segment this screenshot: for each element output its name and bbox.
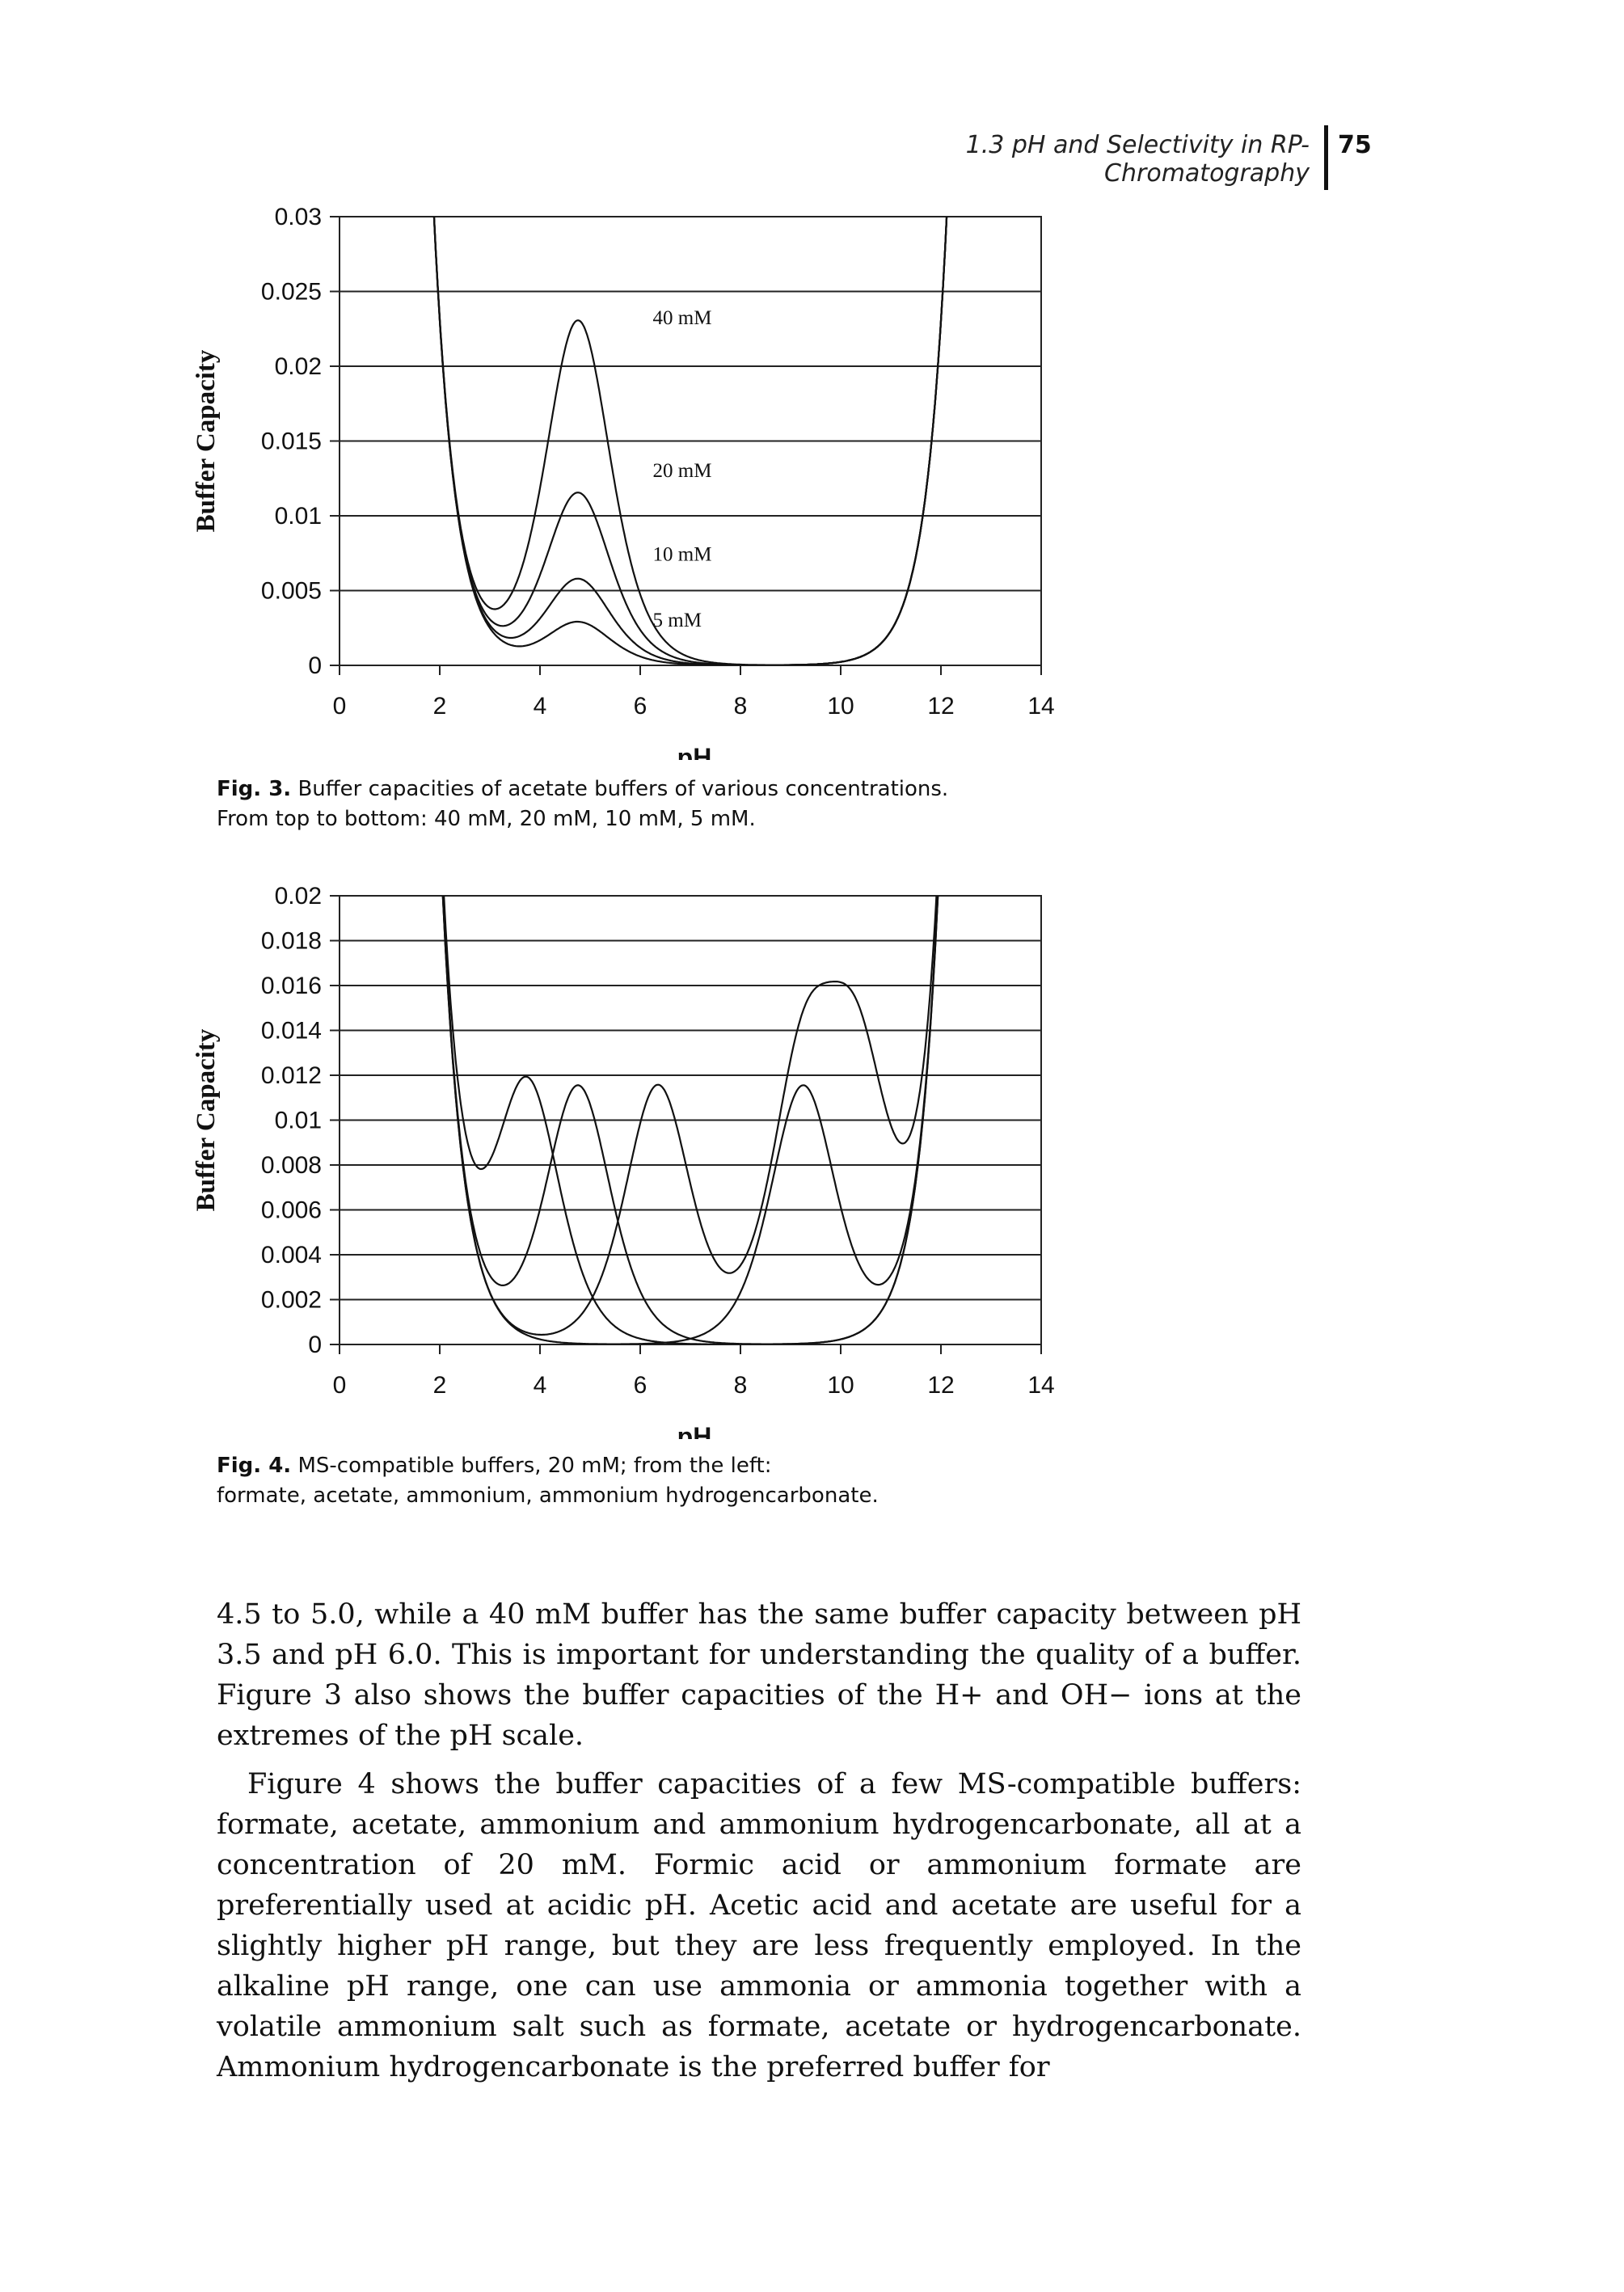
y-tick-label: 0.004 [261,1242,322,1268]
curve-annotation: 10 mM [653,544,712,566]
y-tick-label: 0.015 [261,428,322,455]
x-tick-label: 12 [927,693,954,720]
fig3-caption: Fig. 3. Buffer capacities of acetate buf… [217,775,1348,834]
y-tick-label: 0 [308,652,322,679]
x-tick-label: 8 [734,693,748,720]
y-axis-title: Buffer Capacity [192,1028,221,1211]
y-tick-label: 0.01 [275,1108,322,1134]
fig4-caption-label: Fig. 4. [217,1454,292,1478]
x-tick-label: 10 [827,693,854,720]
x-tick-label: 14 [1027,693,1054,720]
y-tick-label: 0.01 [275,503,322,530]
y-tick-label: 0.012 [261,1062,322,1089]
x-tick-label: 4 [534,1372,547,1399]
fig4-caption-line2: formate, acetate, ammonium, ammonium hyd… [217,1484,879,1508]
fig3-caption-text1: Buffer capacities of acetate buffers of … [297,777,949,801]
fig4-caption-text1: MS-compatible buffers, 20 mM; from the l… [297,1454,772,1478]
body-paragraph-2: Figure 4 shows the buffer capacities of … [217,1768,1301,2083]
curve-annotation: 40 mM [653,307,712,329]
y-axis-title: Buffer Capacity [192,349,221,532]
x-tick-label: 4 [534,693,547,720]
x-tick-label: 2 [433,1372,447,1399]
y-tick-label: 0.002 [261,1287,322,1314]
x-tick-label: 6 [634,693,647,720]
x-tick-label: 2 [433,693,447,720]
fig3-chart: 0 0.005 0.01 0.015 0.02 0.025 0.03 0 2 4 6 8 10 12 14 p… [0,194,1624,760]
fig4-chart-svg: 0 0.002 0.004 0.006 0.008 0.01 0.012 0.014 0.016… [192,883,1055,1439]
series-line-1 [432,217,948,665]
page-number: 75 [1338,131,1372,159]
x-tick-label: 8 [734,1372,748,1399]
body-text: 4.5 to 5.0, while a 40 mM buffer has the… [217,1594,1301,2087]
y-tick-label: 0.02 [275,883,322,910]
fig4-chart: 0 0.002 0.004 0.006 0.008 0.01 0.012 0.014 0.016… [0,873,1624,1439]
x-tick-label: 0 [333,693,347,720]
x-axis-title: pH [677,743,712,760]
body-paragraph-1: 4.5 to 5.0, while a 40 mM buffer has the… [217,1598,1301,1752]
curve-annotation: 20 mM [653,460,712,482]
x-tick-label: 12 [927,1372,954,1399]
y-tick-label: 0.025 [261,279,322,306]
running-head-title: 1.3 pH and Selectivity in RP-Chromatogra… [965,131,1310,188]
curve-annotation: 5 mM [653,610,702,631]
y-tick-label: 0.016 [261,973,322,999]
fig3-caption-label: Fig. 3. [217,777,292,801]
fig3-caption-line1: Fig. 3. Buffer capacities of acetate buf… [217,775,1348,804]
y-tick-label: 0.005 [261,578,322,605]
y-tick-label: 0.03 [275,204,322,230]
y-tick-label: 0 [308,1332,322,1358]
series-line-3 [432,217,948,665]
series-line-0 [432,217,948,665]
x-tick-label: 10 [827,1372,854,1399]
y-tick-label: 0.02 [275,353,322,380]
fig3-caption-line2: From top to bottom: 40 mM, 20 mM, 10 mM,… [217,807,756,831]
series-line-3 [441,896,938,1336]
plot-frame [339,216,1042,666]
fig4-caption-line1: Fig. 4. MS-compatible buffers, 20 mM; fr… [217,1451,1348,1481]
fig4-caption: Fig. 4. MS-compatible buffers, 20 mM; fr… [217,1451,1348,1511]
y-tick-label: 0.008 [261,1152,322,1179]
header-rule [1324,125,1328,190]
y-tick-label: 0.014 [261,1018,322,1045]
x-axis-title: pH [677,1422,712,1439]
x-tick-label: 0 [333,1372,347,1399]
x-tick-label: 6 [634,1372,647,1399]
series-line-2 [432,217,948,665]
fig3-chart-svg: 0 0.005 0.01 0.015 0.02 0.025 0.03 0 2 4 6 8 10 12 14 p… [192,204,1055,760]
y-tick-label: 0.006 [261,1197,322,1224]
x-tick-label: 14 [1027,1372,1054,1399]
y-tick-label: 0.018 [261,928,322,955]
